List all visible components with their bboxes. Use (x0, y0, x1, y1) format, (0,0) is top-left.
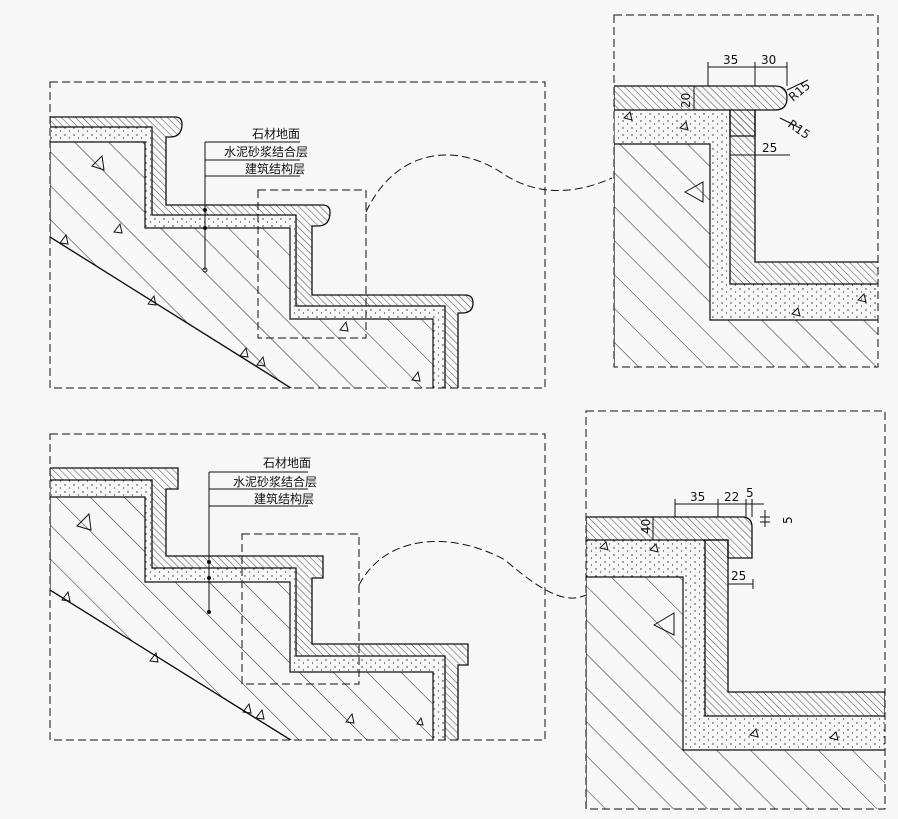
detail-frame (585, 410, 886, 810)
dim-5: 5 (746, 486, 754, 500)
stone-layer (50, 467, 469, 740)
stone-riser (704, 539, 885, 717)
section-frame (49, 81, 546, 389)
stone-riser (729, 109, 878, 285)
layer-leader-lines (204, 141, 300, 270)
detail-callout-box (257, 189, 367, 339)
label-building-structure: 建筑结构层 (245, 161, 305, 176)
detail-callout-box (241, 533, 360, 685)
nosing-detail-bottom: 35 22 5 5 40 25 (585, 410, 886, 810)
dim-35: 35 (723, 53, 738, 67)
label-stone-floor: 石材地面 (263, 456, 311, 470)
label-building-structure: 建筑结构层 (254, 491, 314, 506)
layer-leader-lines (208, 471, 308, 612)
callout-connector (358, 541, 587, 599)
dimension-lines (689, 62, 809, 156)
section-frame (49, 433, 546, 741)
dim-35: 35 (690, 490, 705, 504)
structure-layer (50, 141, 434, 388)
dimension-lines (648, 499, 770, 589)
stair-section-top: 石材地面 水泥砂浆结合层 建筑结构层 (49, 81, 613, 389)
dim-25: 25 (731, 569, 746, 583)
dim-25: 25 (762, 141, 777, 155)
stone-layer (50, 116, 474, 388)
dim-r15-upper: R15 (786, 78, 813, 104)
dim-22: 22 (724, 490, 739, 504)
label-cement-mortar: 水泥砂浆结合层 (233, 474, 317, 489)
callout-connector (365, 154, 613, 213)
label-stone-floor: 石材地面 (252, 127, 300, 141)
detail-frame (613, 14, 879, 368)
dim-r15-lower: R15 (785, 117, 812, 142)
nosing-detail-top: 35 30 20 R15 R15 25 (613, 14, 879, 368)
dim-5-side: 5 (781, 516, 795, 524)
dim-40: 40 (639, 519, 653, 534)
label-cement-mortar: 水泥砂浆结合层 (224, 144, 308, 159)
dim-20: 20 (679, 93, 693, 108)
stair-section-bottom: 石材地面 水泥砂浆结合层 建筑结构层 (49, 433, 587, 741)
dim-30: 30 (761, 53, 776, 67)
